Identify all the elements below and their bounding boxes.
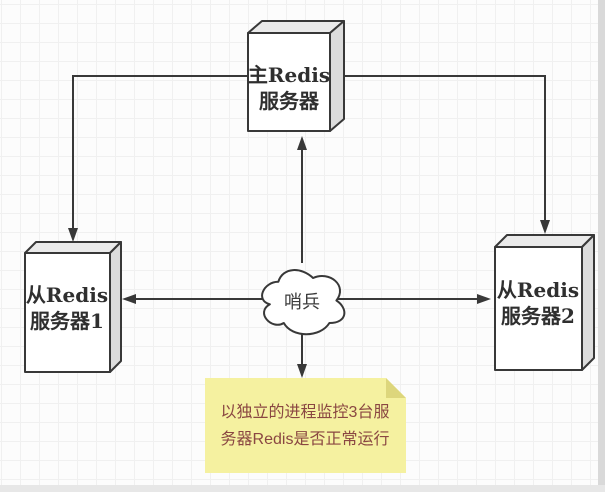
- edge-sentinel-to-master: [297, 136, 307, 263]
- slave-redis2-node: 从Redis 服务器2: [494, 234, 595, 371]
- box-front-face: [247, 32, 331, 132]
- arrowhead-right-icon: [477, 294, 491, 304]
- edge-master-to-slave2: [344, 75, 550, 234]
- note-text-line1: 以独立的进程监控3台服: [221, 403, 390, 421]
- box-side-face: [581, 234, 595, 371]
- edge-master-to-slave1: [68, 75, 249, 242]
- box-top-face: [494, 234, 595, 248]
- box-top-face: [247, 20, 345, 34]
- edge-sentinel-to-slave2: [319, 294, 491, 304]
- sentinel-label: 哨兵: [284, 292, 320, 313]
- arrowhead-left-icon: [122, 294, 136, 304]
- master-redis-label-line2: 服务器: [259, 89, 320, 113]
- master-redis-node: 主Redis 服务器: [247, 20, 345, 132]
- edge-sentinel-to-slave1: [122, 294, 281, 304]
- slave-redis1-node: 从Redis 服务器1: [24, 241, 122, 373]
- slave-redis2-label-line2: 服务器2: [501, 304, 575, 328]
- sticky-note-fold-icon: [386, 378, 406, 398]
- window-right-edge: [598, 0, 605, 492]
- edge-line: [72, 75, 249, 230]
- box-front-face: [24, 252, 111, 373]
- edge-line: [344, 75, 546, 221]
- box-front-face: [494, 246, 583, 371]
- sticky-note-body: [205, 378, 406, 473]
- box-side-face: [329, 20, 345, 132]
- note-text-line2: 务器Redis是否正常运行: [221, 430, 390, 448]
- box-side-face: [109, 241, 122, 373]
- arrowhead-up-icon: [297, 136, 307, 150]
- arrowhead-down-icon: [540, 220, 550, 234]
- slave-redis2-label-line1: 从Redis: [497, 278, 579, 302]
- edges-layer: [68, 75, 550, 378]
- arrowhead-down-icon: [297, 364, 307, 378]
- edge-sentinel-to-note: [297, 331, 307, 378]
- master-redis-label-line1: 主Redis: [248, 63, 330, 87]
- slave-redis1-label-line1: 从Redis: [26, 283, 108, 307]
- sticky-note: 以独立的进程监控3台服 务器Redis是否正常运行: [205, 378, 406, 473]
- sentinel-cloud-node: 哨兵: [261, 269, 346, 336]
- box-top-face: [24, 241, 122, 254]
- cloud-shape: [261, 269, 346, 336]
- window-bottom-edge: [0, 485, 605, 492]
- slave-redis1-label-line2: 服务器1: [30, 309, 104, 333]
- arrowhead-down-icon: [68, 228, 78, 242]
